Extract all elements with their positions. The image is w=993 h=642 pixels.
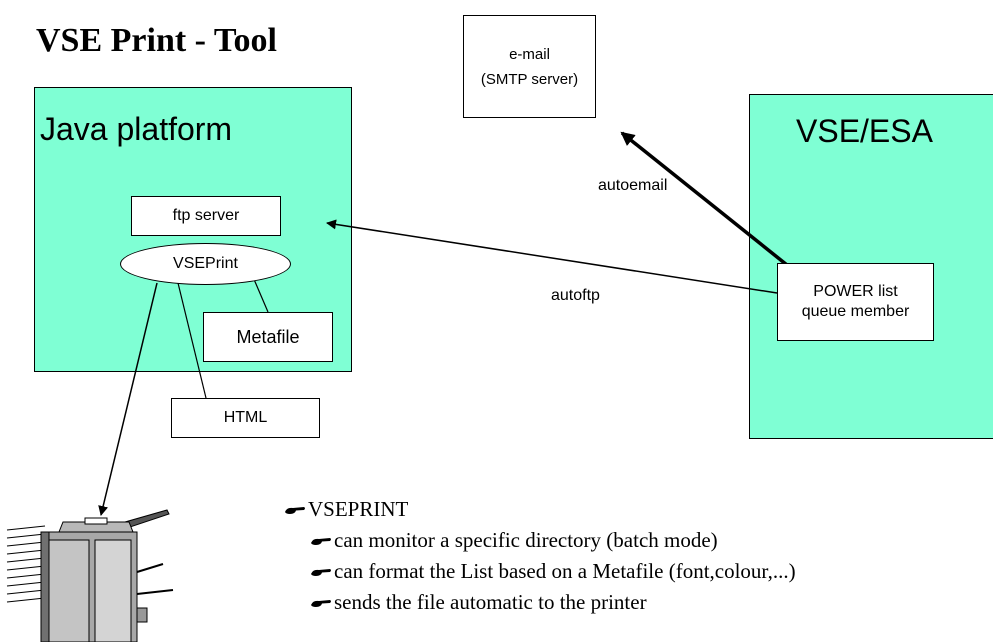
bullet-item-text: sends the file automatic to the printer [334,590,647,614]
bullet-item-text: can monitor a specific directory (batch … [334,528,718,552]
autoftp-arrow [326,219,778,294]
autoemail-arrow [620,131,789,267]
pointing-hand-icon [284,504,306,516]
bullet-item: can monitor a specific directory (batch … [310,525,796,556]
bullet-item: can format the List based on a Metafile … [310,556,796,587]
java-platform-label: Java platform [40,111,233,147]
bullet-item-text: can format the List based on a Metafile … [334,559,796,583]
power-list-box: POWER list queue member [777,263,934,341]
email-box: e-mail (SMTP server) [463,15,596,118]
bullet-main: VSEPRINT [284,494,796,525]
email-line2: (SMTP server) [480,70,579,88]
vseprint-metafile-connector [252,276,269,313]
bullet-main-text: VSEPRINT [308,497,409,521]
vseprint-html-connector [177,282,207,399]
email-line1: e-mail [509,45,550,63]
ftp-server-box: ftp server [131,196,281,236]
pointing-hand-icon [310,597,332,609]
pointing-hand-icon [310,566,332,578]
vseprint-printer-arrow [98,282,158,516]
page-title: VSE Print - Tool [36,22,277,59]
metafile-box: Metafile [203,312,333,362]
html-box: HTML [171,398,320,438]
pointing-hand-icon [310,535,332,547]
bullet-list: VSEPRINT can monitor a specific director… [284,494,796,618]
autoftp-label: autoftp [551,287,600,304]
vseprint-ellipse: VSEPrint [120,243,291,285]
power-list-line2: queue member [801,303,910,320]
power-list-line1: POWER list [813,283,898,300]
bullet-item: sends the file automatic to the printer [310,587,796,618]
printer-icon [6,509,174,642]
vse-esa-label: VSE/ESA [796,113,933,149]
autoemail-label: autoemail [598,177,668,194]
